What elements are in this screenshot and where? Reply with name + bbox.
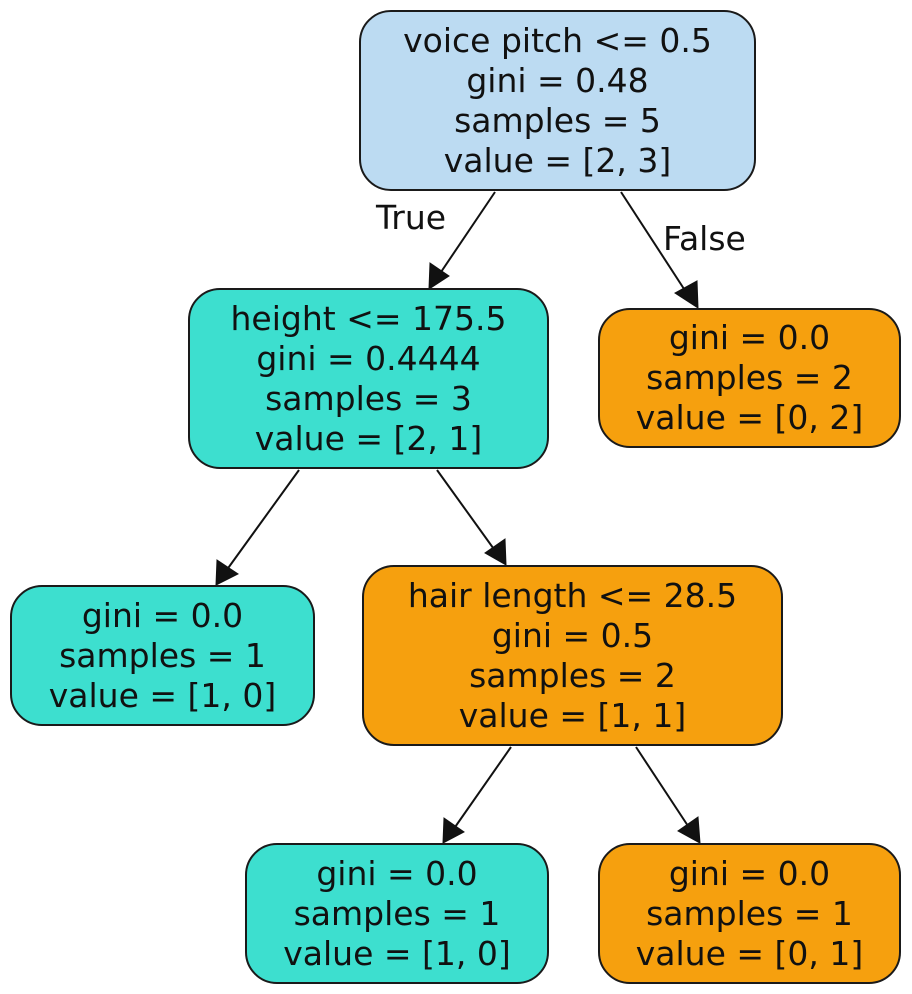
edge-label-false: False: [663, 219, 746, 258]
arrowhead-icon: [215, 559, 239, 586]
edge-root-to-height: [438, 191, 496, 276]
node-line: gini = 0.48: [466, 60, 649, 100]
node-line: value = [1, 0]: [283, 933, 511, 973]
arrowhead-icon: [677, 816, 701, 844]
node-line: value = [0, 1]: [635, 933, 864, 973]
arrowhead-icon: [442, 817, 465, 844]
node-line: value = [2, 1]: [254, 418, 483, 458]
node-line: value = [0, 2]: [635, 398, 864, 437]
node-leaf-bottom-right: gini = 0.0 samples = 1 value = [0, 1]: [598, 843, 901, 984]
node-line: samples = 3: [265, 378, 472, 418]
node-line: value = [2, 3]: [443, 140, 672, 180]
node-line: samples = 2: [646, 358, 853, 397]
node-leaf-bottom-left: gini = 0.0 samples = 1 value = [1, 0]: [245, 843, 549, 984]
node-line: samples = 1: [646, 893, 853, 933]
node-line: gini = 0.4444: [256, 338, 481, 378]
node-line: samples = 1: [293, 893, 501, 933]
arrowhead-icon: [428, 262, 450, 290]
node-line: voice pitch <= 0.5: [403, 20, 712, 60]
node-line: gini = 0.0: [668, 853, 831, 893]
arrowhead-icon: [674, 280, 699, 309]
node-line: samples = 5: [454, 100, 661, 140]
node-line: value = [1, 1]: [458, 695, 687, 735]
edge-root-to-leaf-right-top: [620, 191, 687, 293]
edge-hair-length-to-leaf-bottom-left: [452, 746, 512, 831]
edge-height-to-hair-length: [436, 469, 497, 553]
node-line: samples = 2: [469, 655, 676, 695]
node-leaf-left: gini = 0.0 samples = 1 value = [1, 0]: [10, 585, 315, 726]
node-line: gini = 0.0: [81, 595, 244, 635]
arrowhead-icon: [484, 538, 507, 566]
node-leaf-right-top: gini = 0.0 samples = 2 value = [0, 2]: [598, 308, 901, 448]
edge-height-to-leaf-left: [225, 469, 300, 572]
node-line: samples = 1: [59, 635, 266, 675]
edge-label-true: True: [376, 198, 447, 237]
node-line: value = [1, 0]: [48, 675, 277, 715]
node-line: gini = 0.5: [491, 615, 654, 655]
node-line: height <= 175.5: [230, 298, 507, 338]
node-line: gini = 0.0: [668, 318, 831, 357]
node-line: hair length <= 28.5: [407, 575, 738, 615]
node-line: gini = 0.0: [316, 853, 478, 893]
node-root: voice pitch <= 0.5 gini = 0.48 samples =…: [359, 10, 756, 191]
edge-hair-length-to-leaf-bottom-right: [635, 746, 691, 830]
node-hair-length-split: hair length <= 28.5 gini = 0.5 samples =…: [362, 565, 783, 746]
node-height-split: height <= 175.5 gini = 0.4444 samples = …: [188, 288, 549, 469]
